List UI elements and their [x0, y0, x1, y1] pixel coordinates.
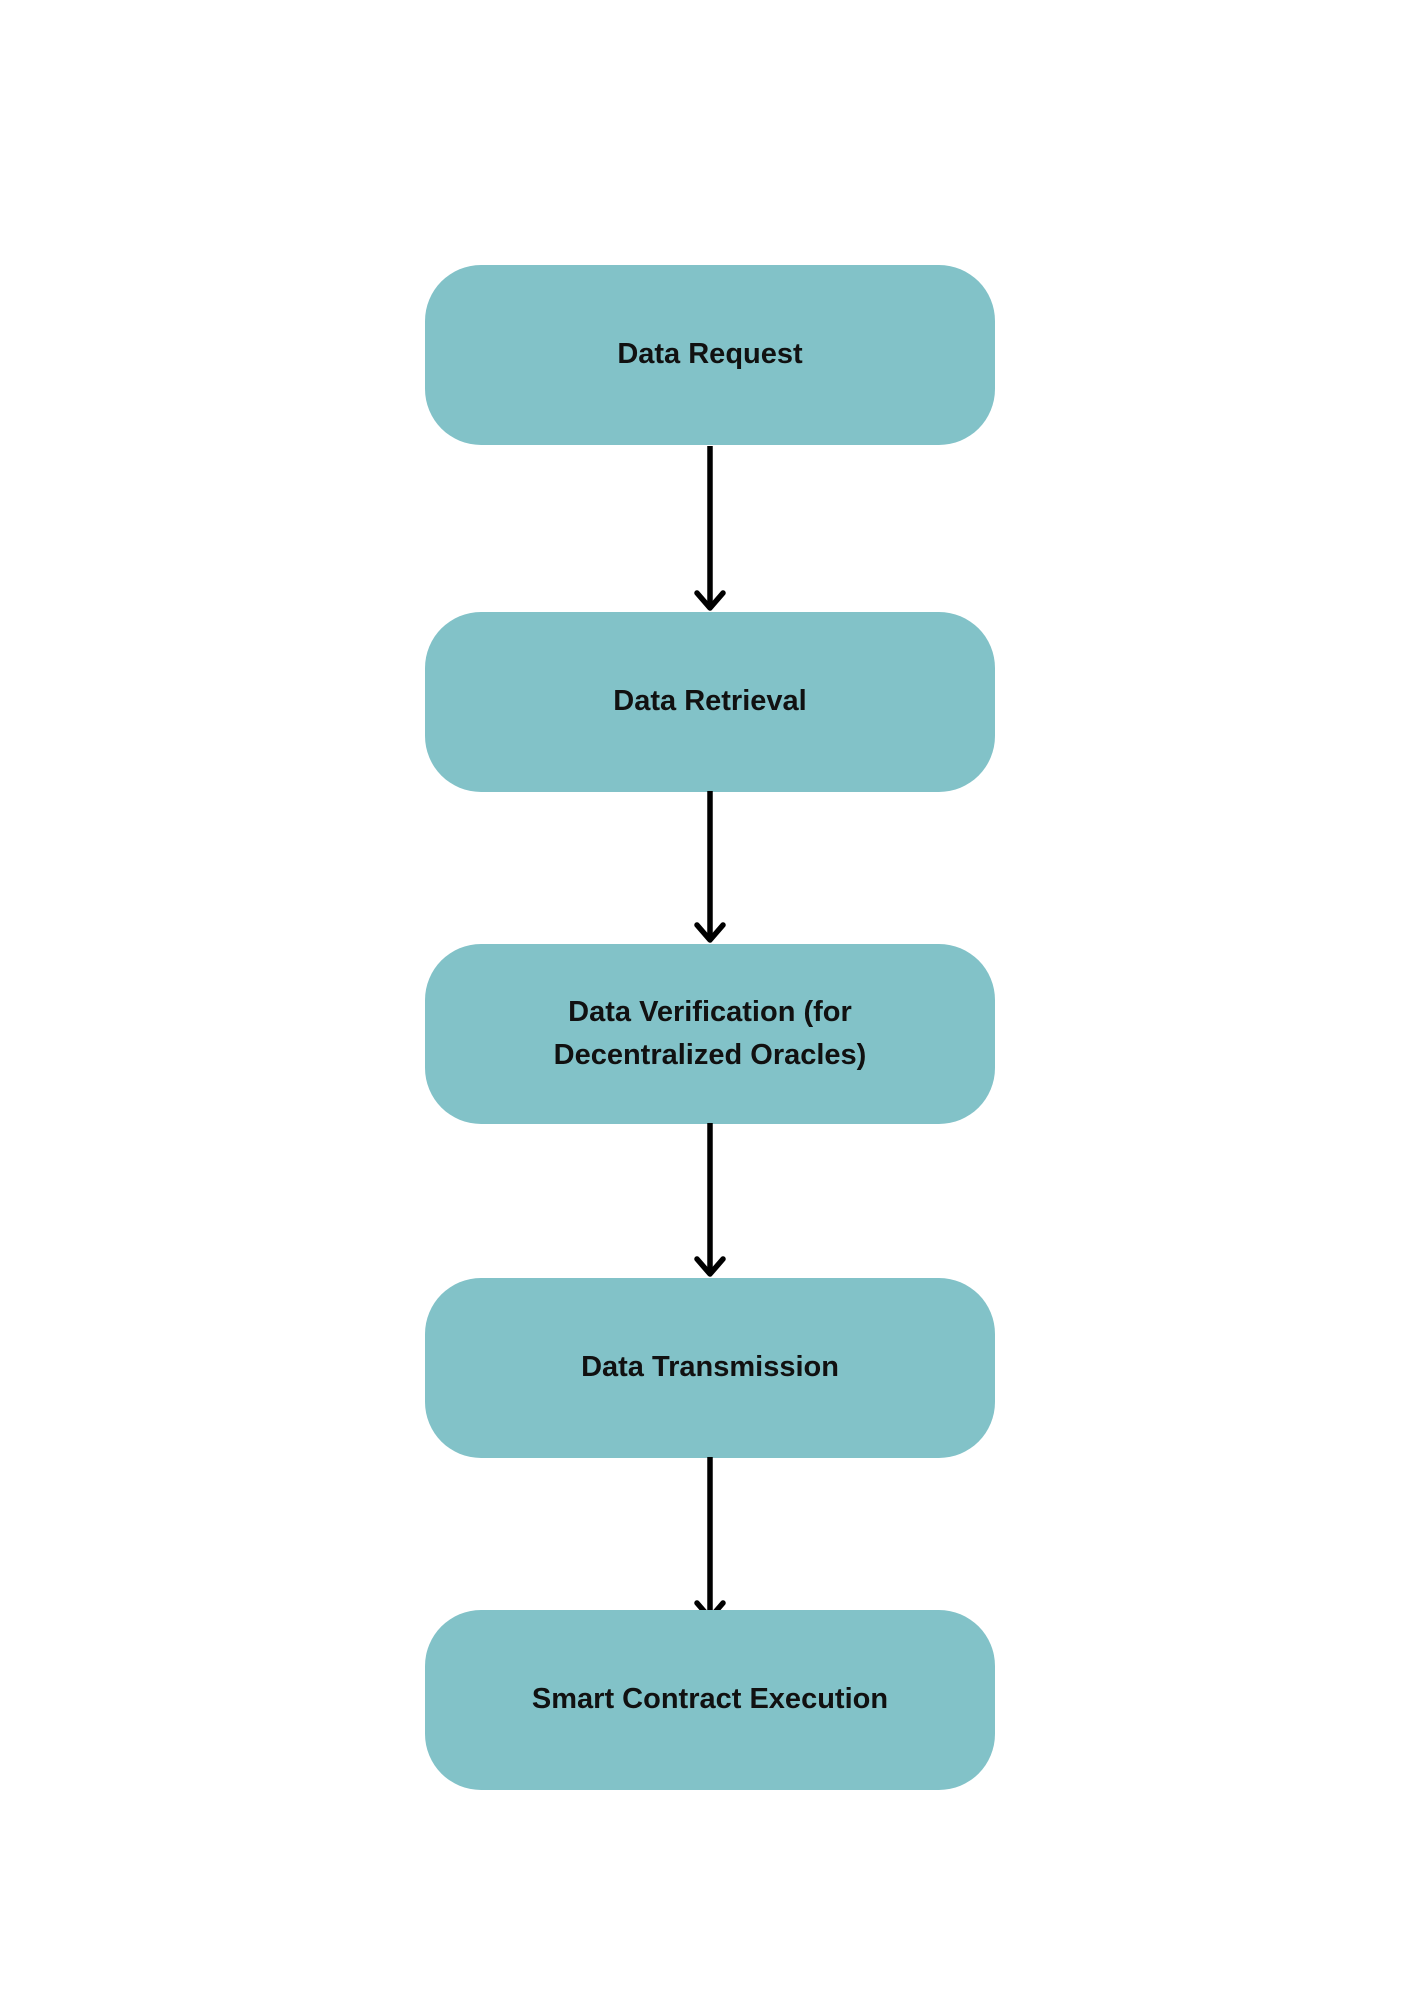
flow-connector-1	[688, 446, 732, 612]
arrow-down-icon	[694, 1457, 726, 1621]
flow-connector-4	[688, 1457, 732, 1622]
flow-node-data-request: Data Request	[425, 265, 995, 445]
arrow-down-icon	[694, 1123, 726, 1277]
arrow-down-icon	[694, 446, 726, 611]
node-label: Data Transmission	[581, 1351, 839, 1384]
arrow-down-icon	[694, 791, 726, 943]
flow-connector-2	[688, 791, 732, 944]
flow-node-data-retrieval: Data Retrieval	[425, 612, 995, 792]
node-label: Data Request	[617, 338, 803, 371]
node-label: Data Retrieval	[613, 685, 807, 718]
node-label: Data Verification (for Decentralized Ora…	[553, 995, 867, 1072]
flow-node-data-transmission: Data Transmission	[425, 1278, 995, 1458]
flow-node-data-verification: Data Verification (for Decentralized Ora…	[425, 944, 995, 1124]
flow-connector-3	[688, 1123, 732, 1278]
flow-node-smart-contract-execution: Smart Contract Execution	[425, 1610, 995, 1790]
node-label: Smart Contract Execution	[531, 1683, 889, 1716]
